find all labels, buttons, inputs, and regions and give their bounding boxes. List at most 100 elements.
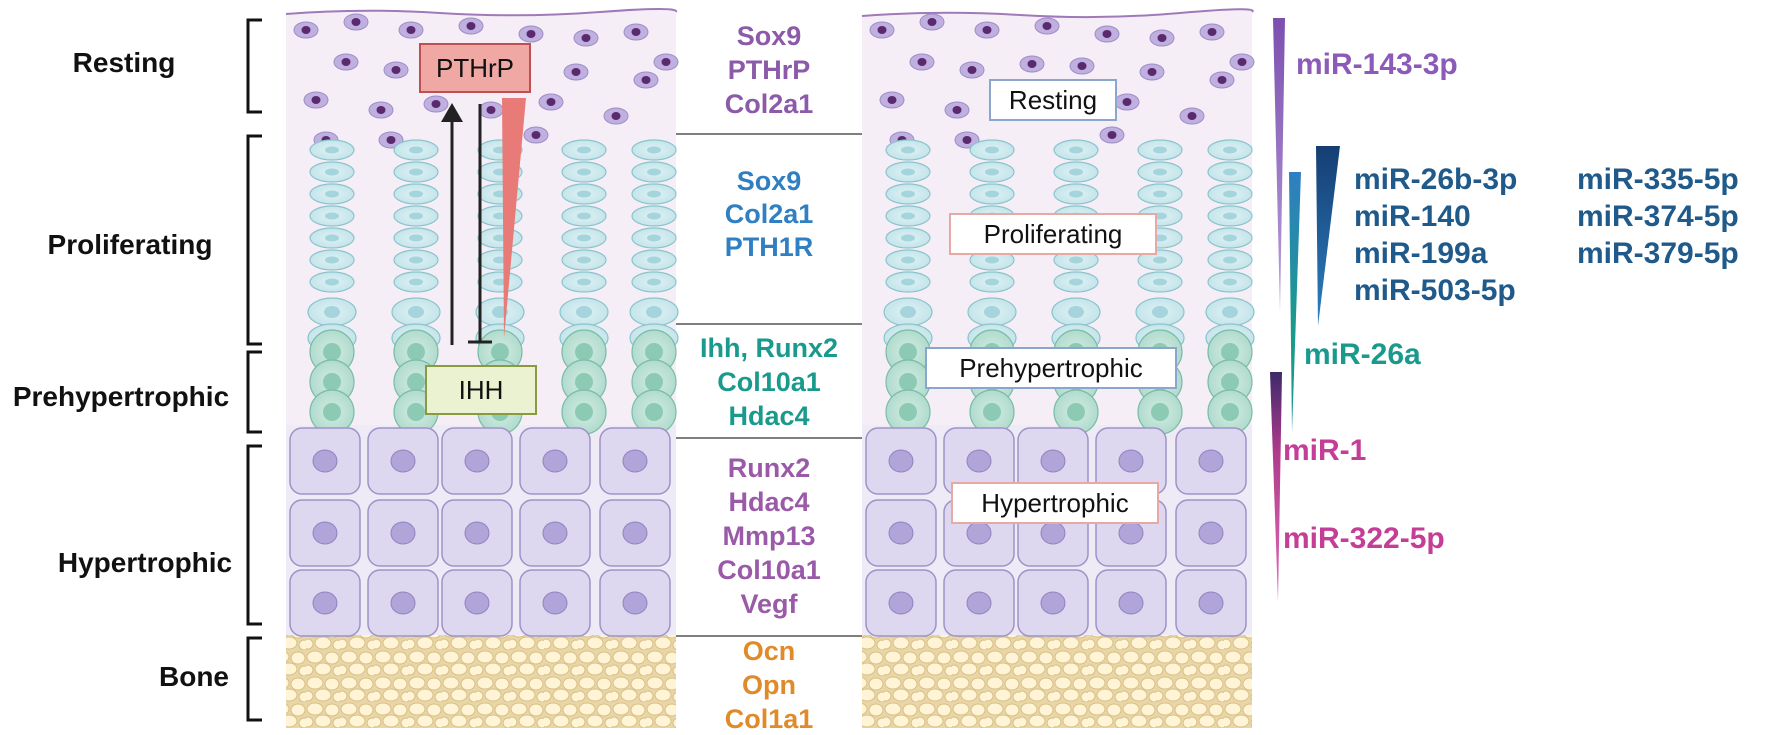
resting-chondrocyte	[563, 63, 589, 81]
hypertrophic-chondrocyte	[289, 499, 361, 567]
genes-prehypertrophic: Ihh, Runx2 Col10a1 Hdac4	[700, 333, 838, 431]
resting-chondrocyte	[959, 61, 985, 79]
resting-chondrocyte	[1019, 55, 1045, 73]
resting-chondrocyte	[573, 29, 599, 47]
mir-374-5p-label: miR-374-5p	[1577, 200, 1739, 233]
right-prehypertrophic-box-label: Prehypertrophic	[959, 353, 1143, 383]
resting-chondrocyte	[1209, 71, 1235, 89]
mir-140-label: miR-140	[1354, 200, 1471, 233]
gene-resting-3: Col2a1	[725, 89, 814, 119]
left-growth-plate-panel: PTHrP IHH	[285, 8, 679, 728]
resting-chondrocyte	[398, 21, 424, 39]
resting-chondrocyte	[954, 131, 980, 149]
right-hypertrophic-box-label: Hypertrophic	[981, 488, 1128, 518]
hypertrophic-chondrocyte	[441, 427, 513, 495]
hypertrophic-chondrocyte	[519, 427, 591, 495]
gene-marker-column: Sox9 PTHrP Col2a1 Sox9 Col2a1 PTH1R Ihh,…	[676, 21, 862, 734]
hypertrophic-chondrocyte	[289, 569, 361, 637]
mir-335-5p-label: miR-335-5p	[1577, 163, 1739, 196]
resting-chondrocyte	[478, 101, 504, 119]
mir-26a-wedge	[1289, 172, 1301, 432]
hypertrophic-chondrocyte	[865, 427, 937, 495]
hypertrophic-chondrocyte	[599, 427, 671, 495]
mir-379-5p-label: miR-379-5p	[1577, 237, 1739, 270]
hypertrophic-cells	[865, 427, 1247, 637]
right-resting-box: Resting	[989, 79, 1117, 121]
arrowhead-icon	[441, 103, 463, 122]
zone-label-prehypertrophic: Prehypertrophic	[13, 381, 229, 412]
mir-1-wedge	[1270, 372, 1282, 602]
resting-chondrocyte	[458, 17, 484, 35]
hypertrophic-chondrocyte	[1017, 569, 1089, 637]
mir-143-3p-label: miR-143-3p	[1296, 48, 1458, 81]
hypertrophic-chondrocyte	[943, 427, 1015, 495]
pthrp-box-label: PTHrP	[436, 53, 514, 83]
right-proliferating-box-label: Proliferating	[984, 219, 1123, 249]
gene-hypertrophic-2: Hdac4	[728, 487, 809, 517]
resting-chondrocyte	[879, 91, 905, 109]
hypertrophic-chondrocyte	[1175, 427, 1247, 495]
mir-1-label: miR-1	[1283, 434, 1366, 467]
zone-label-bone: Bone	[159, 661, 229, 692]
resting-chondrocyte	[1034, 17, 1060, 35]
proliferating-column	[1205, 139, 1255, 435]
hypertrophic-chondrocyte	[599, 569, 671, 637]
right-proliferating-box: Proliferating	[949, 213, 1157, 255]
resting-chondrocyte	[1094, 25, 1120, 43]
proliferating-column	[883, 139, 933, 435]
resting-chondrocyte	[623, 23, 649, 41]
zone-labels: Resting Proliferating Prehypertrophic Hy…	[13, 18, 262, 722]
hypertrophic-chondrocyte	[599, 499, 671, 567]
zone-label-hypertrophic: Hypertrophic	[58, 547, 232, 578]
ihh-box: IHH	[425, 365, 537, 415]
hypertrophic-cells	[289, 427, 671, 637]
resting-chondrocyte	[869, 21, 895, 39]
mir-26b-3p-label: miR-26b-3p	[1354, 163, 1517, 196]
gene-hypertrophic-4: Col10a1	[717, 555, 821, 585]
resting-chondrocyte	[378, 131, 404, 149]
resting-chondrocyte	[1229, 53, 1255, 71]
resting-chondrocyte	[1199, 23, 1225, 41]
resting-chondrocyte	[1149, 29, 1175, 47]
resting-chondrocyte	[944, 101, 970, 119]
proliferating-column	[629, 139, 679, 435]
hypertrophic-chondrocyte	[1175, 569, 1247, 637]
gene-hypertrophic-3: Mmp13	[722, 521, 815, 551]
hypertrophic-chondrocyte	[367, 499, 439, 567]
gene-prehypertrophic-2: Col10a1	[717, 367, 821, 397]
pthrp-ihh-feedback-loop	[441, 98, 526, 345]
hypertrophic-chondrocyte	[943, 569, 1015, 637]
hypertrophic-chondrocyte	[1095, 569, 1167, 637]
resting-chondrocyte	[603, 107, 629, 125]
resting-chondrocyte	[653, 53, 679, 71]
hypertrophic-chondrocyte	[1017, 427, 1089, 495]
zone-label-proliferating: Proliferating	[48, 229, 213, 260]
gene-resting-1: Sox9	[737, 21, 802, 51]
gene-prehypertrophic-1: Ihh, Runx2	[700, 333, 838, 363]
hypertrophic-chondrocyte	[367, 569, 439, 637]
mir-143-wedge	[1273, 18, 1285, 312]
resting-chondrocyte	[919, 13, 945, 31]
gene-resting-2: PTHrP	[728, 55, 811, 85]
resting-chondrocyte	[368, 101, 394, 119]
gene-prehypertrophic-3: Hdac4	[728, 401, 809, 431]
genes-proliferating: Sox9 Col2a1 PTH1R	[725, 166, 814, 262]
mirna-panel: miR-143-3p miR-26b-3p miR-140 miR-199a m…	[1270, 18, 1739, 602]
gene-bone-1: Ocn	[743, 636, 796, 666]
mir-199a-label: miR-199a	[1354, 237, 1488, 270]
right-prehypertrophic-box: Prehypertrophic	[925, 347, 1177, 389]
hypertrophic-chondrocyte	[865, 499, 937, 567]
resting-chondrocyte	[1114, 93, 1140, 111]
right-growth-plate-panel: Resting Proliferating Prehypertrophic Hy…	[861, 8, 1255, 728]
zone-label-resting: Resting	[73, 47, 176, 78]
pthrp-box: PTHrP	[419, 43, 531, 93]
resting-chondrocyte	[974, 21, 1000, 39]
resting-chondrocyte	[1139, 63, 1165, 81]
hypertrophic-chondrocyte	[441, 569, 513, 637]
pthrp-gradient-wedge	[502, 98, 526, 338]
gene-bone-2: Opn	[742, 670, 796, 700]
gene-proliferating-3: PTH1R	[725, 232, 814, 262]
gene-proliferating-2: Col2a1	[725, 199, 814, 229]
hypertrophic-chondrocyte	[865, 569, 937, 637]
